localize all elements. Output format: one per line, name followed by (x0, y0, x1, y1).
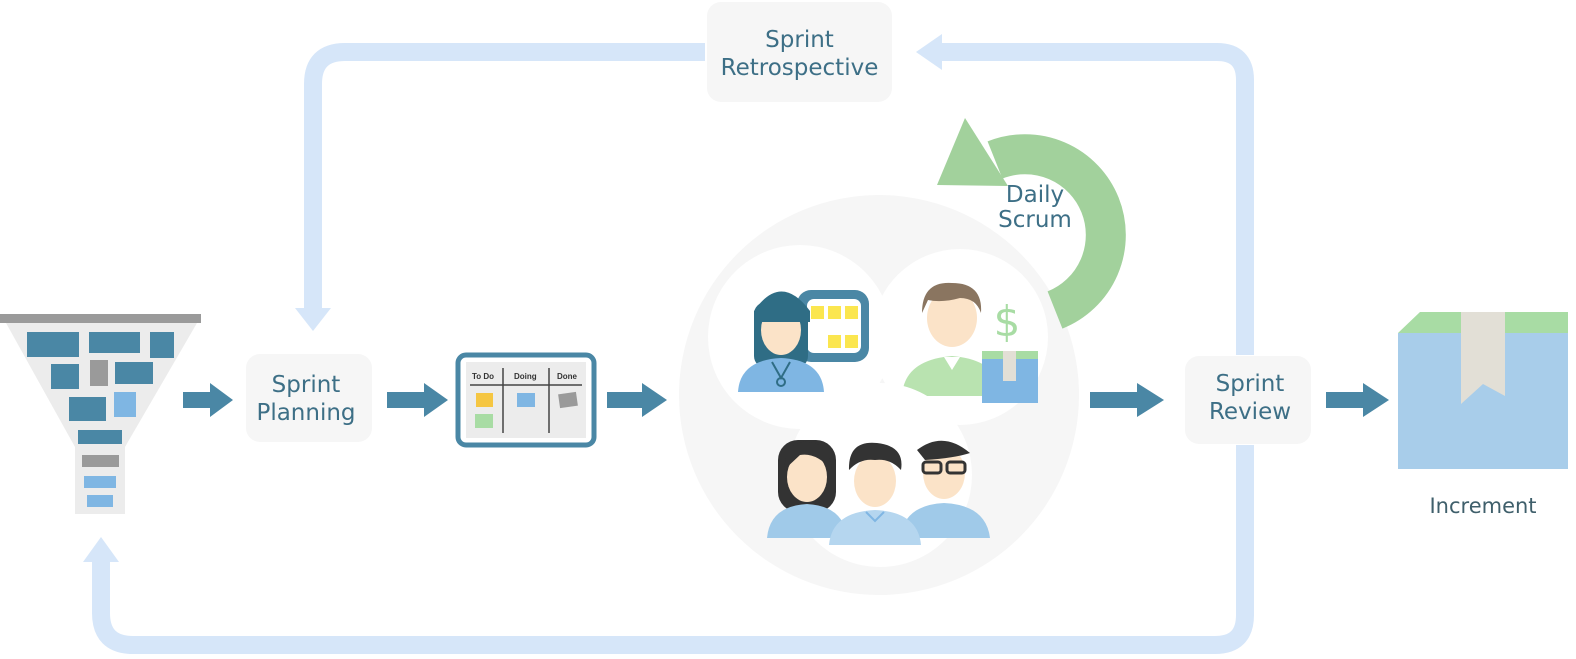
box-icon (1398, 312, 1568, 469)
retrospective-line2: Retrospective (720, 55, 879, 81)
review-box (1185, 356, 1311, 444)
flow-arrow-4 (1090, 383, 1164, 417)
flow-arrow-1 (183, 383, 233, 417)
board-column-doing: Doing (514, 372, 537, 381)
daily-scrum-line1: Daily (1005, 182, 1065, 208)
planning-line2: Planning (256, 400, 356, 426)
flow-arrow-5 (1326, 383, 1389, 417)
flow-arrow-3 (607, 383, 667, 417)
increment-label: Increment (1429, 494, 1537, 518)
product-owner-icon (708, 245, 892, 429)
planning-box (246, 354, 372, 442)
daily-scrum-label: Daily Scrum (985, 183, 1085, 233)
dollar-icon: $ (994, 297, 1021, 346)
board-column-done: Done (557, 372, 578, 381)
daily-scrum-line2: Scrum (998, 207, 1072, 233)
funnel-icon (0, 314, 201, 514)
retrospective-line1: Sprint (765, 27, 834, 53)
flow-arrow-2 (387, 383, 448, 417)
sprint-review-label: Sprint Review (1190, 370, 1310, 426)
planning-line1: Sprint (271, 372, 341, 398)
development-team-icon (767, 383, 990, 567)
task-board-icon: To Do Doing Done (455, 352, 597, 448)
board-column-todo: To Do (472, 372, 494, 381)
cycle-arrow-icon (937, 118, 1126, 329)
review-line1: Sprint (1215, 371, 1285, 397)
review-line2: Review (1208, 399, 1292, 425)
sprint-planning-label: Sprint Planning (246, 371, 366, 427)
retrospective-box (707, 2, 892, 102)
sprint-retrospective-label: Sprint Retrospective (707, 26, 892, 82)
sprint-loop-arrow (83, 34, 1254, 654)
scrum-master-icon: $ (872, 249, 1048, 425)
